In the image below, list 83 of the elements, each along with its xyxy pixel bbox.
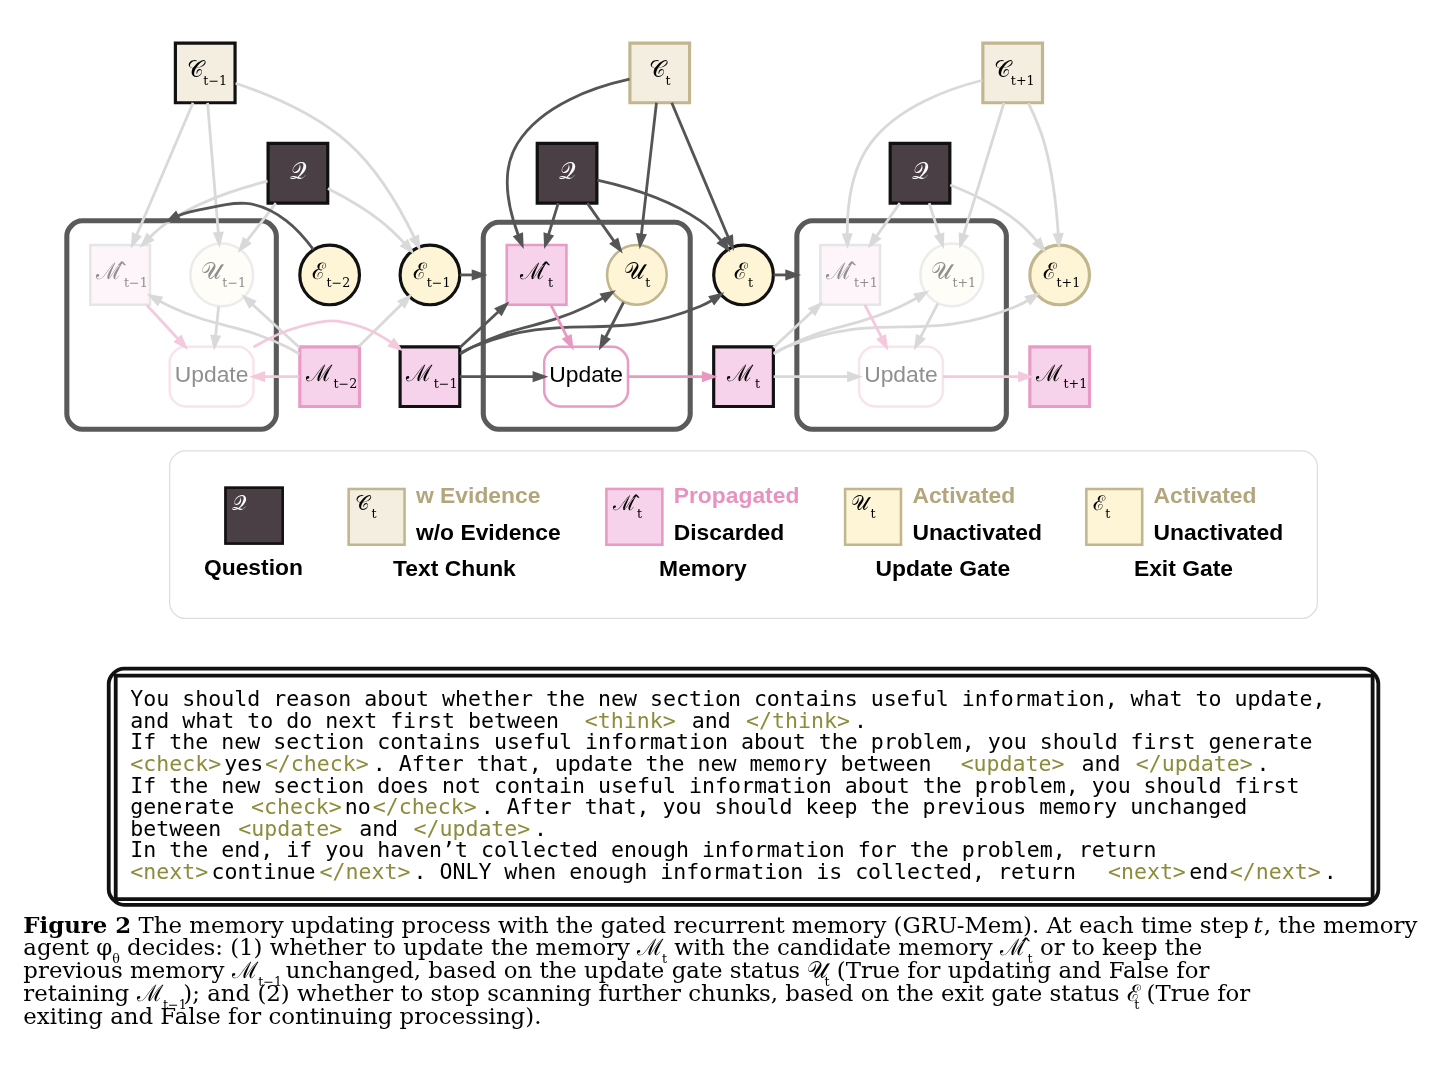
node-box: ℳ$_{t}$: [712, 345, 775, 409]
legend-label: Activated: [1153, 481, 1257, 508]
arrow: [841, 78, 983, 250]
node-box: Update: [542, 345, 630, 408]
node-box: 𝒬: [888, 141, 952, 205]
legend-label: Propagated: [673, 481, 800, 508]
label: 𝒰$_{t}$: [851, 491, 876, 521]
arrow: [237, 202, 277, 253]
node-circle: ℰ$_{t−2}$: [298, 243, 362, 307]
arrow: [913, 302, 940, 351]
arrow: [206, 102, 224, 248]
node-box: Update: [168, 345, 255, 408]
legend-label: Activated: [912, 481, 1016, 508]
arrow: [636, 102, 658, 250]
arrow: [139, 179, 268, 248]
node-box: 𝒬: [535, 141, 599, 205]
label: 𝒞$_{t}$: [355, 491, 377, 521]
arrow: [670, 102, 734, 251]
node-box: ℳ$_{t+1}$: [1028, 345, 1092, 409]
legend-label: Question: [203, 553, 303, 580]
legend-label: Unactivated: [1153, 518, 1284, 545]
arrow: [549, 304, 574, 351]
cluster: [794, 218, 1009, 432]
node-box: ℳ$_{t−2}$: [298, 345, 362, 409]
node-box: 𝒞$_{t−1}$: [173, 41, 237, 105]
arrow: [241, 294, 301, 349]
arrow: [958, 102, 1006, 249]
legend-label: w/o Evidence: [415, 518, 561, 545]
node-box: ℳ$_{t−1}$: [398, 345, 462, 409]
arrow: [586, 202, 623, 254]
arrow: [458, 301, 510, 349]
arrow: [357, 293, 413, 348]
arrow: [773, 292, 1041, 355]
arrow: [867, 202, 901, 249]
node-box: 𝒞$_{t}$: [628, 41, 692, 105]
cluster: [480, 219, 693, 432]
legend-label: Discarded: [673, 518, 785, 545]
node-box: ℳ̂$_{t}$: [505, 243, 568, 307]
node-circle: 𝒰$_{t}$: [605, 243, 668, 307]
cluster: [64, 218, 279, 432]
arrow: [130, 102, 195, 249]
arrow: [164, 201, 315, 251]
legend-label: Exit Gate: [1133, 554, 1233, 581]
arrow: [327, 187, 415, 255]
arrow: [773, 371, 863, 383]
arrow: [863, 304, 889, 351]
node-circle: 𝒰$_{t+1}$: [919, 242, 985, 308]
arrow: [249, 371, 300, 383]
arrow: [252, 319, 404, 352]
node-circle: ℰ$_{t+1}$: [1028, 243, 1092, 307]
arrow: [235, 81, 421, 251]
arrow: [597, 178, 731, 253]
node-box: ℳ̂$_{t−1}$: [89, 243, 152, 307]
arrow: [628, 371, 718, 383]
arrow: [943, 371, 1034, 383]
arrow: [1027, 102, 1064, 249]
node-box: Update: [857, 345, 945, 408]
arrow: [210, 306, 222, 351]
legend-label: Text Chunk: [393, 554, 516, 581]
arrow: [927, 202, 945, 250]
caption: Figure 2 The memory updating process with the gated recurrent memory (GRU-Mem). At each time step t, the memory agent φ$_{θ}$ decides: (1) whether to update the memory ℳ$_{t}$ with the candidate memory ℳ̂$_{t}$ or to keep the previous memory ℳ$_{t−1}$ unchanged, based on the update gate status 𝒰$_{t}$ (True for updating and False for retaining ℳ$_{t−1}$); and (2) whether to stop scanning further chunks, based on the exit gate status ℰ$_{t}$ (True for exiting and False for continuing processing).: [23, 911, 1418, 1029]
arrow: [459, 290, 616, 356]
node-box: ℳ̂$_{t+1}$: [819, 243, 882, 307]
node-box: 𝒞$_{t+1}$: [981, 41, 1045, 105]
arrow: [459, 292, 725, 355]
arrow: [146, 293, 301, 356]
arrow: [543, 202, 560, 250]
arrow: [506, 77, 630, 249]
legend-label: Update Gate: [875, 554, 1011, 581]
legend-label: Unactivated: [912, 518, 1042, 545]
node-circle: ℰ$_{t}$: [712, 243, 775, 307]
arrow: [598, 301, 625, 351]
label: ℳ̂$_{t}$: [612, 491, 642, 521]
legend-label: w Evidence: [415, 481, 541, 508]
arrow: [772, 301, 823, 349]
arrow: [145, 303, 189, 350]
arrow: [459, 371, 549, 383]
label: 𝒬: [231, 491, 246, 516]
label: ℰ$_{t}$: [1092, 491, 1111, 521]
legend-label: Memory: [659, 554, 747, 581]
arrow: [949, 183, 1047, 253]
node-box: 𝒬: [266, 141, 330, 205]
arrow: [772, 290, 930, 356]
